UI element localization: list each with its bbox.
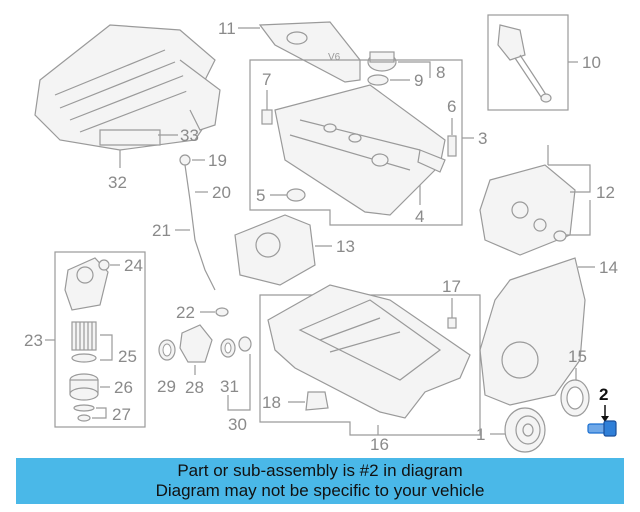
callout-10: 10 <box>582 53 601 72</box>
seal-27a <box>73 404 95 412</box>
callout-20: 20 <box>212 183 231 202</box>
oil-filler-cap <box>367 51 397 86</box>
callout-32: 32 <box>108 173 127 192</box>
seal-5 <box>286 188 306 202</box>
crankshaft-bolt[interactable] <box>587 420 617 437</box>
callout-30: 30 <box>228 415 247 434</box>
cover-v6-text: V6 <box>328 52 341 63</box>
callout-8: 8 <box>436 63 445 82</box>
callout-4: 4 <box>415 207 424 226</box>
arrow-2-icon <box>601 416 609 422</box>
callout-11: 11 <box>218 19 236 38</box>
dipstick <box>184 164 216 291</box>
callout-7: 7 <box>262 70 271 89</box>
seal-30 <box>238 336 252 352</box>
oil-pan-box <box>259 294 481 436</box>
dipstick-handle <box>179 154 191 166</box>
callout-31: 31 <box>220 377 239 396</box>
oil-pan <box>267 284 471 419</box>
parts-diagram: 33 32 V6 11 8 9 10 7 6 3 5 <box>24 14 618 454</box>
callout-18: 18 <box>262 393 281 412</box>
callout-19: 19 <box>208 151 227 170</box>
engine-cover: V6 <box>258 21 361 83</box>
seal-22 <box>215 307 229 317</box>
chain-cover-upper <box>479 164 576 256</box>
oil-cooler-adapter <box>179 324 213 363</box>
leader-27 <box>92 407 107 419</box>
oil-filter-cap <box>69 373 99 401</box>
seal-24 <box>98 259 110 271</box>
leader-8-9 <box>390 61 431 81</box>
stud-6 <box>447 135 457 157</box>
callout-23: 23 <box>24 331 43 350</box>
callout-25: 25 <box>118 347 137 366</box>
breather-hose <box>497 24 552 103</box>
callout-3: 3 <box>478 129 487 148</box>
valve-cover <box>274 84 446 216</box>
leader-25 <box>100 334 113 361</box>
callout-16: 16 <box>370 435 389 454</box>
leader-12 <box>548 164 591 236</box>
callout-2: 2 <box>599 385 608 404</box>
callout-24: 24 <box>124 256 143 275</box>
callout-15: 15 <box>568 347 587 366</box>
rear-seal-cover <box>234 214 316 286</box>
callout-28: 28 <box>185 378 204 397</box>
callout-12: 12 <box>596 183 615 202</box>
info-banner: Part or sub-assembly is #2 in diagram Di… <box>16 458 624 504</box>
seal-12 <box>553 230 567 242</box>
callout-5: 5 <box>256 186 265 205</box>
bolt-7 <box>261 109 273 125</box>
callout-17: 17 <box>442 277 461 296</box>
callout-13: 13 <box>336 237 355 256</box>
bolt-17 <box>447 317 457 329</box>
callout-26: 26 <box>114 378 133 397</box>
seal-27b <box>77 414 91 422</box>
valve-cover-box <box>249 59 463 226</box>
crankshaft-pulley <box>504 407 546 453</box>
intake-manifold <box>34 24 221 151</box>
banner-line-1: Part or sub-assembly is #2 in diagram <box>177 461 463 480</box>
oil-filter-element <box>71 321 97 363</box>
callout-9: 9 <box>414 71 423 90</box>
callout-1: 1 <box>476 425 485 444</box>
callout-6: 6 <box>447 97 456 116</box>
oil-filter-housing <box>64 257 109 311</box>
callout-14: 14 <box>599 258 618 277</box>
leader-30-31 <box>227 354 251 411</box>
callout-22: 22 <box>176 303 195 322</box>
timing-cover <box>479 257 586 406</box>
banner-line-2: Diagram may not be specific to your vehi… <box>155 481 485 500</box>
callout-33: 33 <box>180 126 199 145</box>
callout-27: 27 <box>112 405 131 424</box>
callout-21: 21 <box>152 221 171 240</box>
callout-29: 29 <box>157 377 176 396</box>
oil-level-sensor <box>305 391 329 411</box>
